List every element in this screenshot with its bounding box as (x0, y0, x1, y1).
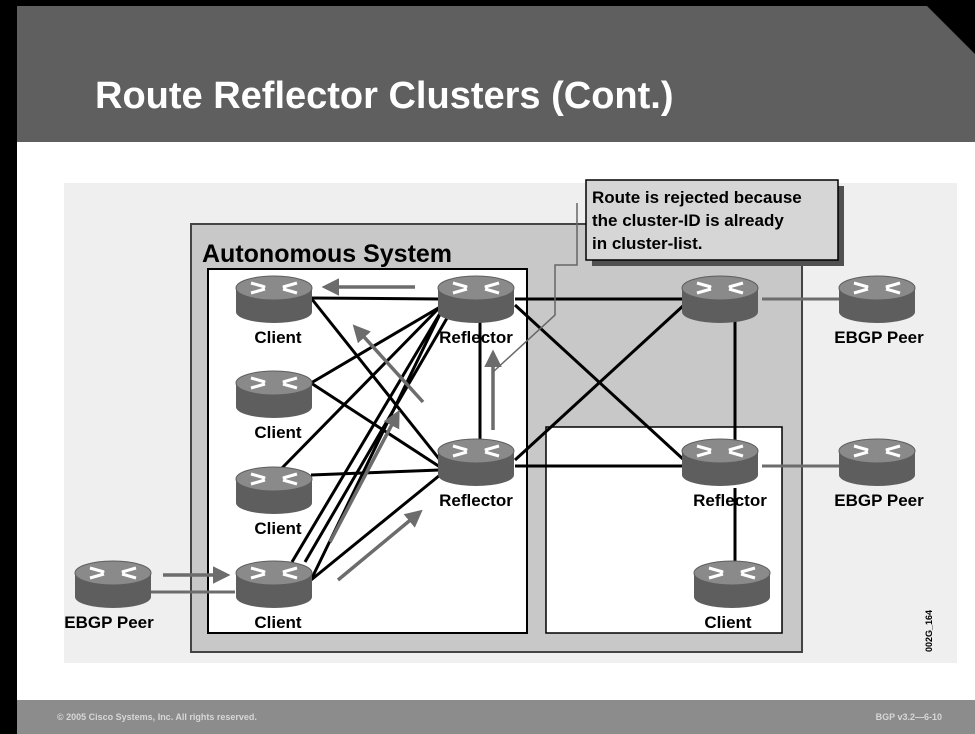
callout-box (585, 179, 839, 261)
route-arrows (163, 278, 502, 584)
label-reflector-2: Reflector (439, 491, 513, 510)
slide-title: Route Reflector Clusters (Cont.) (95, 75, 674, 117)
router-client-4-icon (234, 559, 314, 610)
slide-frame-left (0, 0, 17, 734)
label-ebgp-right-2: EBGP Peer (834, 491, 924, 510)
as-label: Autonomous System (202, 240, 452, 268)
router-reflector-2-icon (436, 437, 516, 488)
slide-frame-top (0, 0, 975, 6)
connection-lines (280, 296, 737, 582)
router-ebgp-left-icon (73, 559, 153, 610)
ebgp-links (146, 297, 840, 594)
figure-id: 002G_164 (924, 610, 934, 652)
footer-slide-ref: BGP v3.2—6-10 (875, 712, 942, 722)
router-upper-right-icon (680, 274, 760, 325)
router-ebgp-right-1-icon (837, 274, 917, 325)
router-ebgp-right-2-icon (837, 437, 917, 488)
footer-bar: © 2005 Cisco Systems, Inc. All rights re… (17, 700, 975, 734)
callout-pointer (492, 203, 578, 373)
label-ebgp-left: EBGP Peer (64, 613, 154, 632)
label-reflector-1: Reflector (439, 328, 513, 347)
footer-copyright: © 2005 Cisco Systems, Inc. All rights re… (57, 712, 257, 722)
corner-fold (927, 6, 975, 54)
label-client-4: Client (254, 613, 302, 632)
router-client-3-icon (234, 465, 314, 516)
label-client-5: Client (704, 613, 752, 632)
router-client-1-icon (234, 274, 314, 325)
label-reflector-3: Reflector (693, 491, 767, 510)
label-client-3: Client (254, 519, 302, 538)
title-bar (17, 6, 975, 142)
router-client-2-icon (234, 369, 314, 420)
callout-line-3: in cluster-list. (592, 234, 703, 253)
label-client-2: Client (254, 423, 302, 442)
router-reflector-3-icon (680, 437, 760, 488)
router-client-5-icon (692, 559, 772, 610)
callout-line-2: the cluster-ID is already (592, 211, 784, 230)
label-client-1: Client (254, 328, 302, 347)
label-ebgp-right-1: EBGP Peer (834, 328, 924, 347)
router-reflector-1-icon (436, 274, 516, 325)
callout-line-1: Route is rejected because (592, 188, 802, 207)
